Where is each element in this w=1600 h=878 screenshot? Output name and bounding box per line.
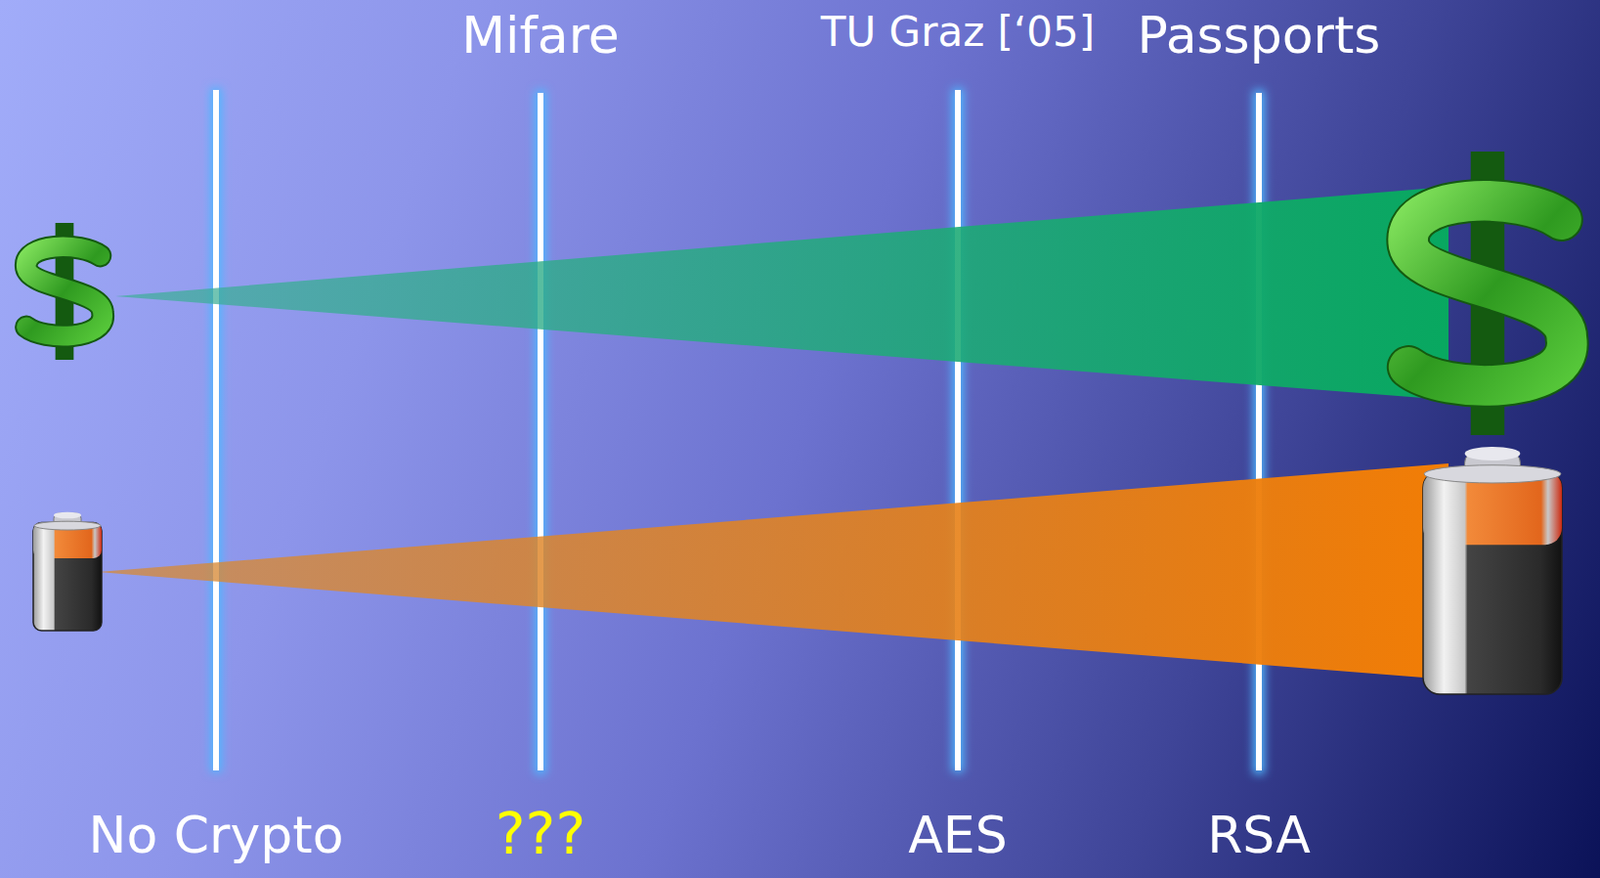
divider-line [1253,89,1265,775]
power-wedge [97,463,1449,680]
divider-line [951,87,964,773]
dollar-icon [26,222,104,360]
column-label: ??? [495,803,586,866]
vertical-lines [210,87,1265,775]
column-heading: Mifare [461,7,620,64]
divider-line [210,87,222,773]
battery-icon [1423,446,1562,694]
divider-line [534,89,547,775]
column-heading: TU Graz [‘05] [821,9,1095,55]
dollar-icon [1408,151,1568,435]
battery-icon [33,512,102,631]
column-label: RSA [1207,807,1311,864]
column-heading: Passports [1137,7,1382,64]
cost-wedge [115,186,1449,400]
column-label: No Crypto [88,807,345,864]
column-label: AES [908,807,1007,864]
